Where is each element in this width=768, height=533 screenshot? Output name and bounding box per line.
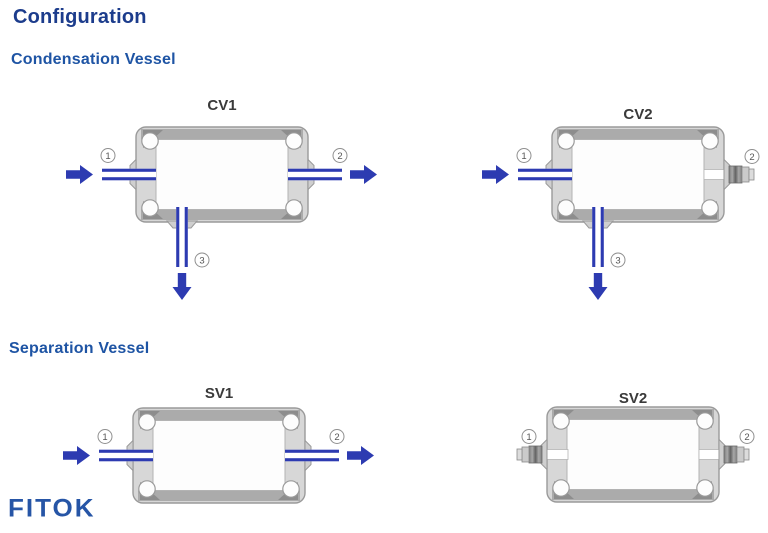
port-tube <box>99 449 153 462</box>
svg-text:1: 1 <box>102 432 107 443</box>
port-tube <box>102 168 156 181</box>
flow-arrow-icon <box>482 165 509 184</box>
svg-text:2: 2 <box>337 151 342 162</box>
bolt-hole <box>141 199 159 217</box>
port-number-label: 1 <box>97 429 113 444</box>
flow-arrow-icon <box>63 446 90 465</box>
bolt-hole <box>138 480 156 498</box>
bolt-hole <box>701 132 719 150</box>
vessel-body <box>551 126 725 223</box>
section-heading-separation: Separation Vessel <box>9 340 150 357</box>
flow-arrow-icon <box>350 165 377 184</box>
port-boss <box>540 438 548 471</box>
plug-fitting <box>728 165 755 184</box>
vessel-title: CV1 <box>207 97 236 114</box>
port-number-label: 1 <box>516 148 532 163</box>
vessel-svg: 1 2 3 CV2 <box>482 106 760 300</box>
bolt-hole <box>557 199 575 217</box>
flow-arrow-icon <box>347 446 374 465</box>
port-number-label: 3 <box>610 252 626 268</box>
section-heading-condensation: Condensation Vessel <box>11 51 176 68</box>
svg-text:1: 1 <box>105 151 110 162</box>
port-number-label: 2 <box>739 429 755 444</box>
flow-arrow-icon <box>588 273 608 300</box>
bolt-hole <box>285 132 303 150</box>
port-tube <box>592 207 604 267</box>
vessel-svg: 1 2 3 CV1 <box>66 97 377 300</box>
vessel-diagram-cv2: 1 2 3 CV2 <box>468 82 768 317</box>
vessel-body <box>132 407 306 504</box>
vessel-diagram-sv2: 1 2 SV2 <box>466 362 766 517</box>
vessel-body <box>135 126 309 223</box>
flow-arrow-icon <box>66 165 93 184</box>
bolt-hole <box>696 412 714 430</box>
port-number-label: 2 <box>332 148 348 163</box>
bolt-hole <box>285 199 303 217</box>
vessel-body <box>546 406 720 503</box>
fitok-logo: FITOK <box>8 493 96 523</box>
svg-text:1: 1 <box>526 432 531 443</box>
svg-text:2: 2 <box>744 432 749 443</box>
svg-text:3: 3 <box>199 255 204 266</box>
port-number-label: 1 <box>521 429 537 444</box>
port-channel <box>703 169 726 180</box>
bolt-hole <box>701 199 719 217</box>
port-tube <box>176 207 188 267</box>
svg-text:2: 2 <box>749 152 754 163</box>
plug-fitting <box>516 445 543 464</box>
bolt-hole <box>557 132 575 150</box>
vessel-title: CV2 <box>623 106 652 123</box>
bolt-hole <box>696 479 714 497</box>
vessel-diagram-sv1: 1 2 SV1 <box>52 363 382 518</box>
vessel-svg: 1 2 SV2 <box>516 390 755 503</box>
vessel-title: SV1 <box>205 385 233 402</box>
port-boss <box>718 438 726 471</box>
svg-text:3: 3 <box>615 255 620 266</box>
vessel-diagram-cv1: 1 2 3 CV1 <box>55 82 385 317</box>
vessel-svg: 1 2 SV1 <box>63 385 374 504</box>
vessel-title: SV2 <box>619 390 647 407</box>
port-tube <box>518 168 572 181</box>
port-channel <box>546 449 569 460</box>
port-boss <box>723 158 731 191</box>
port-tube <box>288 168 342 181</box>
flow-arrow-icon <box>172 273 192 300</box>
port-channel <box>698 449 721 460</box>
plug-fitting <box>723 445 750 464</box>
port-number-label: 2 <box>329 429 345 444</box>
port-number-label: 1 <box>100 148 116 163</box>
bolt-hole <box>282 480 300 498</box>
bolt-hole <box>138 413 156 431</box>
port-number-label: 2 <box>744 149 760 164</box>
svg-text:2: 2 <box>334 432 339 443</box>
svg-text:1: 1 <box>521 151 526 162</box>
bolt-hole <box>141 132 159 150</box>
bolt-hole <box>552 412 570 430</box>
bolt-hole <box>282 413 300 431</box>
page-title: Configuration <box>13 6 147 28</box>
port-number-label: 3 <box>194 252 210 268</box>
bolt-hole <box>552 479 570 497</box>
port-tube <box>285 449 339 462</box>
